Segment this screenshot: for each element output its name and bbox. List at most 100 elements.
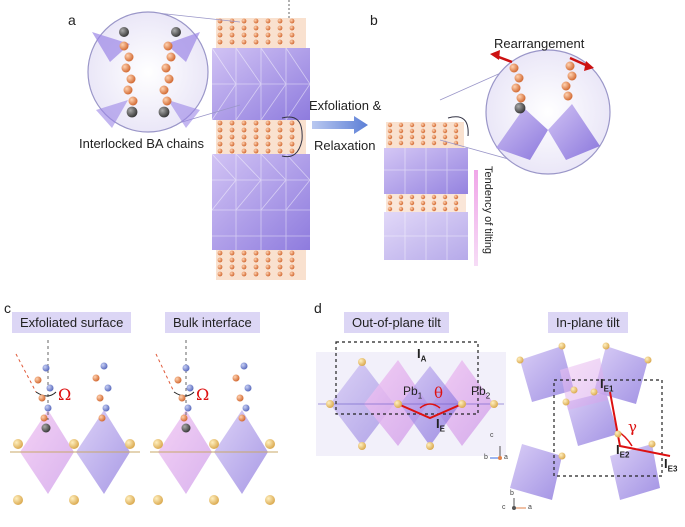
atom-ball (453, 128, 459, 134)
atom-ball (409, 122, 415, 128)
atom-ball (229, 148, 235, 154)
atom-ball (265, 257, 271, 263)
atom-ball (431, 194, 437, 200)
atom-ball (398, 206, 404, 212)
atom-ball (128, 96, 138, 106)
atom-ball (614, 430, 622, 438)
atom-ball (265, 264, 271, 270)
atom-ball (44, 404, 52, 412)
atom-ball (126, 106, 138, 118)
atom-ball (241, 141, 247, 147)
atom-ball (241, 25, 247, 31)
atom-ball (217, 148, 223, 154)
atom-ball (229, 264, 235, 270)
atom-ball (442, 206, 448, 212)
atom-ball (563, 91, 573, 101)
panel-a-zoom-circle (87, 11, 241, 133)
atom-ball (166, 52, 176, 62)
atom-ball (277, 25, 283, 31)
axis-b-left: b (484, 454, 488, 461)
interlocked-chains-label: Interlocked BA chains (79, 136, 205, 151)
atom-ball (13, 439, 23, 449)
atom-ball (265, 141, 271, 147)
atom-ball (253, 32, 259, 38)
atom-ball (253, 271, 259, 277)
atom-ball (229, 134, 235, 140)
atom-ball (358, 358, 366, 366)
atom-ball (253, 264, 259, 270)
atom-ball (180, 414, 188, 422)
atom-ball (398, 122, 404, 128)
atom-ball (217, 134, 223, 140)
atom-ball (13, 495, 23, 505)
atom-ball (409, 206, 415, 212)
exfoliation-label-line1: Exfoliation & (309, 98, 382, 113)
atom-ball (289, 250, 295, 256)
atom-ball (265, 148, 271, 154)
atom-ball (409, 140, 415, 146)
atom-ball (426, 442, 434, 450)
atom-ball (34, 376, 42, 384)
atom-ball (217, 120, 223, 126)
atom-ball (229, 39, 235, 45)
atom-ball (265, 250, 271, 256)
atom-ball (229, 25, 235, 31)
gamma-label: γ (628, 418, 637, 436)
atom-ball (217, 141, 223, 147)
atom-ball (217, 127, 223, 133)
atom-ball (229, 257, 235, 263)
atom-ball (387, 140, 393, 146)
atom-ball (161, 63, 171, 73)
atom-ball (178, 394, 186, 402)
atom-ball (159, 85, 169, 95)
atom-ball (174, 376, 182, 384)
atom-ball (431, 140, 437, 146)
atom-ball (102, 404, 110, 412)
atom-ball (458, 400, 466, 408)
label-IE3: IE3 (664, 456, 678, 474)
atom-ball (241, 39, 247, 45)
atom-ball (289, 257, 295, 263)
atom-ball (511, 83, 521, 93)
atom-ball (265, 271, 271, 277)
bulk-interface-tag: Bulk interface (165, 312, 260, 333)
atom-ball (186, 384, 194, 392)
atom-ball (265, 495, 275, 505)
atom-ball (171, 27, 181, 37)
atom-ball (253, 25, 259, 31)
atom-ball (409, 134, 415, 140)
atom-ball (602, 342, 610, 350)
atom-ball (41, 423, 51, 433)
atom-ball (453, 134, 459, 140)
atom-ball (558, 342, 566, 350)
atom-ball (590, 388, 598, 396)
atom-ball (442, 194, 448, 200)
atom-ball (277, 271, 283, 277)
atom-ball (253, 18, 259, 24)
atom-ball (277, 134, 283, 140)
atom-ball (387, 206, 393, 212)
label-IE2: IE2 (616, 442, 630, 460)
atom-ball (277, 264, 283, 270)
atom-ball (265, 127, 271, 133)
atom-ball (92, 374, 100, 382)
atom-ball (119, 41, 129, 51)
atom-ball (182, 364, 190, 372)
atom-ball (431, 128, 437, 134)
atom-ball (570, 386, 578, 394)
atom-ball (561, 81, 571, 91)
atom-ball (241, 257, 247, 263)
atom-ball (648, 440, 656, 448)
tilting-tendency-label: Tendency of tilting (482, 166, 494, 255)
atom-ball (289, 134, 295, 140)
atom-ball (289, 148, 295, 154)
atom-ball (125, 495, 135, 505)
atom-ball (100, 362, 108, 370)
label-IE: IE (436, 416, 445, 434)
atom-ball (184, 404, 192, 412)
label-IE1: IE1 (600, 376, 614, 394)
atom-ball (181, 423, 191, 433)
rearrangement-label: Rearrangement (494, 36, 585, 51)
atom-ball (217, 25, 223, 31)
